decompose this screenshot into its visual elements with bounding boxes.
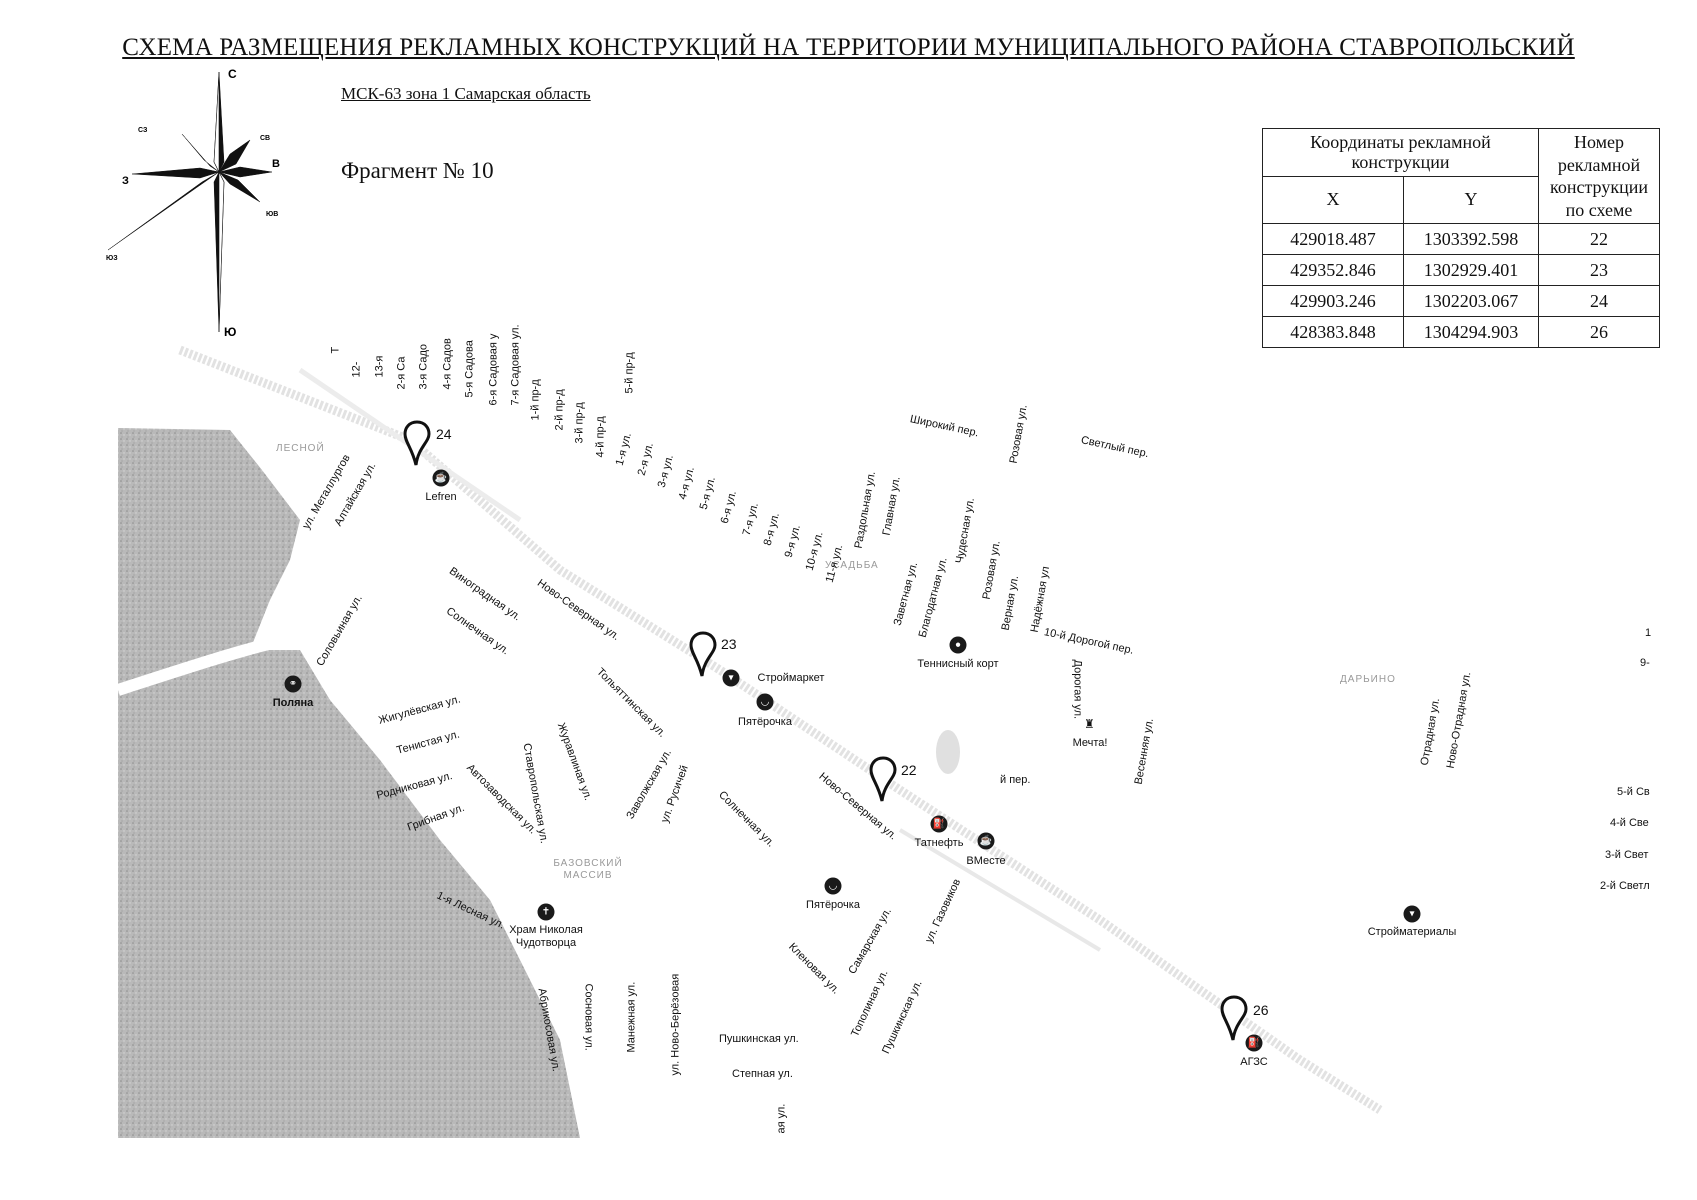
compass-sw: ЮЗ <box>106 255 118 262</box>
street-label: Степная ул. <box>732 1068 793 1080</box>
poi-label: Татнефть <box>914 837 964 849</box>
area-label: ЛЕСНОЙ <box>276 443 325 454</box>
grocery-icon[interactable]: ◡ <box>824 877 842 895</box>
poi-label: Храм Николая Чудотворца <box>509 924 583 950</box>
area-label: ДАРЬИНО <box>1340 674 1396 685</box>
street-label: й пер. <box>1000 774 1031 786</box>
cafe-icon[interactable]: ☕ <box>432 469 450 487</box>
shop-icon[interactable]: ▾ <box>722 669 740 687</box>
forest-area <box>118 428 580 1138</box>
tennis-icon[interactable]: ● <box>949 636 967 654</box>
table-row: 429903.246 1302203.067 24 <box>1262 285 1660 317</box>
street-label: 2-я Са <box>395 356 408 390</box>
cell-y: 1304294.903 <box>1403 316 1539 348</box>
street-label: ая ул. <box>775 1103 788 1134</box>
street-label: 1-й пр-д <box>529 379 542 421</box>
map-pin-icon[interactable] <box>688 631 718 679</box>
pin-number: 23 <box>721 636 737 652</box>
poi-label: АГЗС <box>1240 1056 1268 1068</box>
table-row: 429352.846 1302929.401 23 <box>1262 254 1660 286</box>
poi-label: Пятёрочка <box>738 716 792 728</box>
poi-label: Мечта! <box>1072 737 1108 749</box>
coords-header: Координаты рекламной конструкции <box>1262 128 1539 177</box>
map-pin-icon[interactable] <box>402 420 432 468</box>
street-label: Т <box>329 346 342 354</box>
poi-label: Строймаркет <box>757 672 825 684</box>
poi-label: Стройматериалы <box>1367 926 1457 938</box>
poi-label: Lefren <box>425 491 457 503</box>
street-label: Сосновая ул. <box>582 983 595 1051</box>
poi-label: Поляна <box>272 697 314 709</box>
cafe-icon[interactable]: ☕ <box>977 832 995 850</box>
poi-label: Теннисный корт <box>917 658 999 670</box>
poi-label: ВМесте <box>966 855 1006 867</box>
cell-number: 24 <box>1538 285 1660 317</box>
street-label: 13-я <box>373 355 386 378</box>
compass-s: Ю <box>224 325 236 339</box>
table-row: 428383.848 1304294.903 26 <box>1262 316 1660 348</box>
street-label: 4-й Све <box>1610 817 1649 829</box>
compass-ne: СВ <box>260 135 270 142</box>
street-label: Дорогая ул. <box>1071 659 1084 720</box>
compass-e: В <box>272 158 280 170</box>
page-title: СХЕМА РАЗМЕЩЕНИЯ РЕКЛАМНЫХ КОНСТРУКЦИЙ Н… <box>122 34 1575 61</box>
cell-x: 429352.846 <box>1262 254 1404 286</box>
cell-y: 1302929.401 <box>1403 254 1539 286</box>
cell-x: 429018.487 <box>1262 223 1404 255</box>
street-label: 2-й Светл <box>1600 880 1650 892</box>
street-label: 5-я Садова <box>463 340 476 398</box>
street-label: Манежная ул. <box>625 981 638 1053</box>
area-label: БАЗОВСКИЙ МАССИВ <box>553 858 623 881</box>
street-label: 5-й Св <box>1617 786 1650 798</box>
coordinate-system-label: МСК-63 зона 1 Самарская область <box>341 84 591 103</box>
street-label: ул. Ново-Берёзовая <box>669 973 682 1076</box>
street-label: 1 <box>1645 627 1652 639</box>
compass-se: ЮВ <box>266 211 278 218</box>
street-label: 12- <box>350 361 363 378</box>
street-label: 2-й пр-д <box>553 389 566 431</box>
church-icon[interactable]: ✝ <box>537 903 555 921</box>
compass-n: С <box>228 67 237 81</box>
street-label: 3-й пр-д <box>573 402 586 444</box>
cell-y: 1302203.067 <box>1403 285 1539 317</box>
cell-number: 22 <box>1538 223 1660 255</box>
street-label: 5-й пр-д <box>623 352 636 394</box>
fuel-icon[interactable]: ⛽ <box>1245 1034 1263 1052</box>
street-label: 4-й пр-д <box>594 416 607 458</box>
table-row: 429018.487 1303392.598 22 <box>1262 223 1660 255</box>
col-x-header: X <box>1262 175 1404 224</box>
map-pin-icon[interactable] <box>868 756 898 804</box>
cell-x: 428383.848 <box>1262 316 1404 348</box>
street-label: 7-я Садовая ул. <box>509 324 522 406</box>
forest-road <box>116 565 385 696</box>
map-pin-icon[interactable] <box>1219 995 1249 1043</box>
area-label: УСАДЬБА <box>825 560 879 571</box>
cell-number: 26 <box>1538 316 1660 348</box>
poi-label: Пятёрочка <box>806 899 860 911</box>
compass-w: З <box>122 175 129 187</box>
shop-icon[interactable]: ▾ <box>1403 905 1421 923</box>
col-y-header: Y <box>1403 175 1539 224</box>
pin-number: 22 <box>901 762 917 778</box>
compass-nw: СЗ <box>138 127 148 134</box>
cell-y: 1303392.598 <box>1403 223 1539 255</box>
restaurant-icon[interactable]: ⚭ <box>284 675 302 693</box>
street-label: 6-я Садовая у <box>487 333 500 406</box>
street-label: 3-я Садо <box>417 343 430 390</box>
pin-number: 24 <box>436 426 452 442</box>
monument-icon[interactable]: ♜ <box>1084 717 1095 731</box>
pin-number: 26 <box>1253 1002 1269 1018</box>
grocery-icon[interactable]: ◡ <box>756 693 774 711</box>
compass-rose-icon: С Ю В З СВ СЗ ЮВ ЮЗ <box>106 67 280 339</box>
street-label: 4-я Садов <box>441 338 454 390</box>
street-label: 9- <box>1640 657 1650 669</box>
street-label: Пушкинская ул. <box>719 1033 799 1045</box>
fragment-label: Фрагмент № 10 <box>341 158 494 183</box>
fuel-icon[interactable]: ⛽ <box>930 815 948 833</box>
street-label: 3-й Свет <box>1605 849 1649 861</box>
coordinates-table: Координаты рекламной конструкции Номер р… <box>1262 128 1660 348</box>
